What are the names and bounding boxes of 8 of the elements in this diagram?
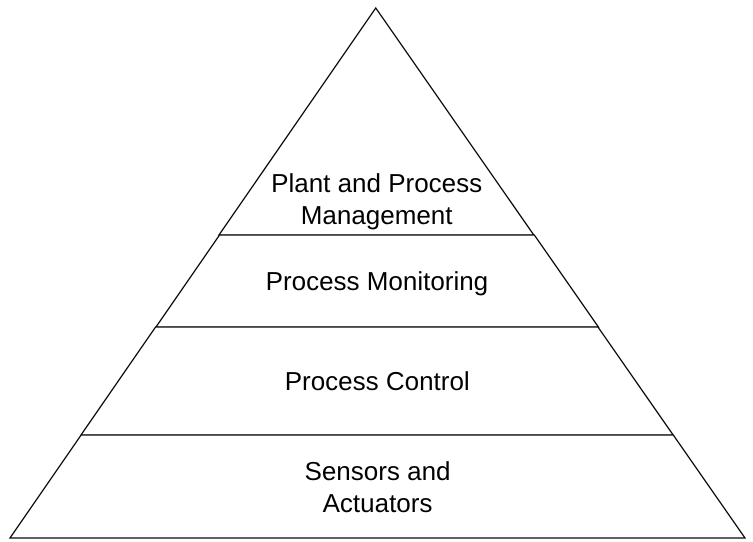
- tier-label: Process Monitoring: [266, 265, 488, 297]
- pyramid-tier: [10, 435, 745, 538]
- pyramid-tier: [156, 235, 598, 327]
- tier-label: Sensors and Actuators: [304, 454, 452, 518]
- pyramid-tier: [81, 327, 674, 435]
- tier-label: Process Control: [284, 365, 470, 397]
- tier-label: Plant and Process Management: [270, 167, 484, 231]
- pyramid-tier: [219, 8, 534, 235]
